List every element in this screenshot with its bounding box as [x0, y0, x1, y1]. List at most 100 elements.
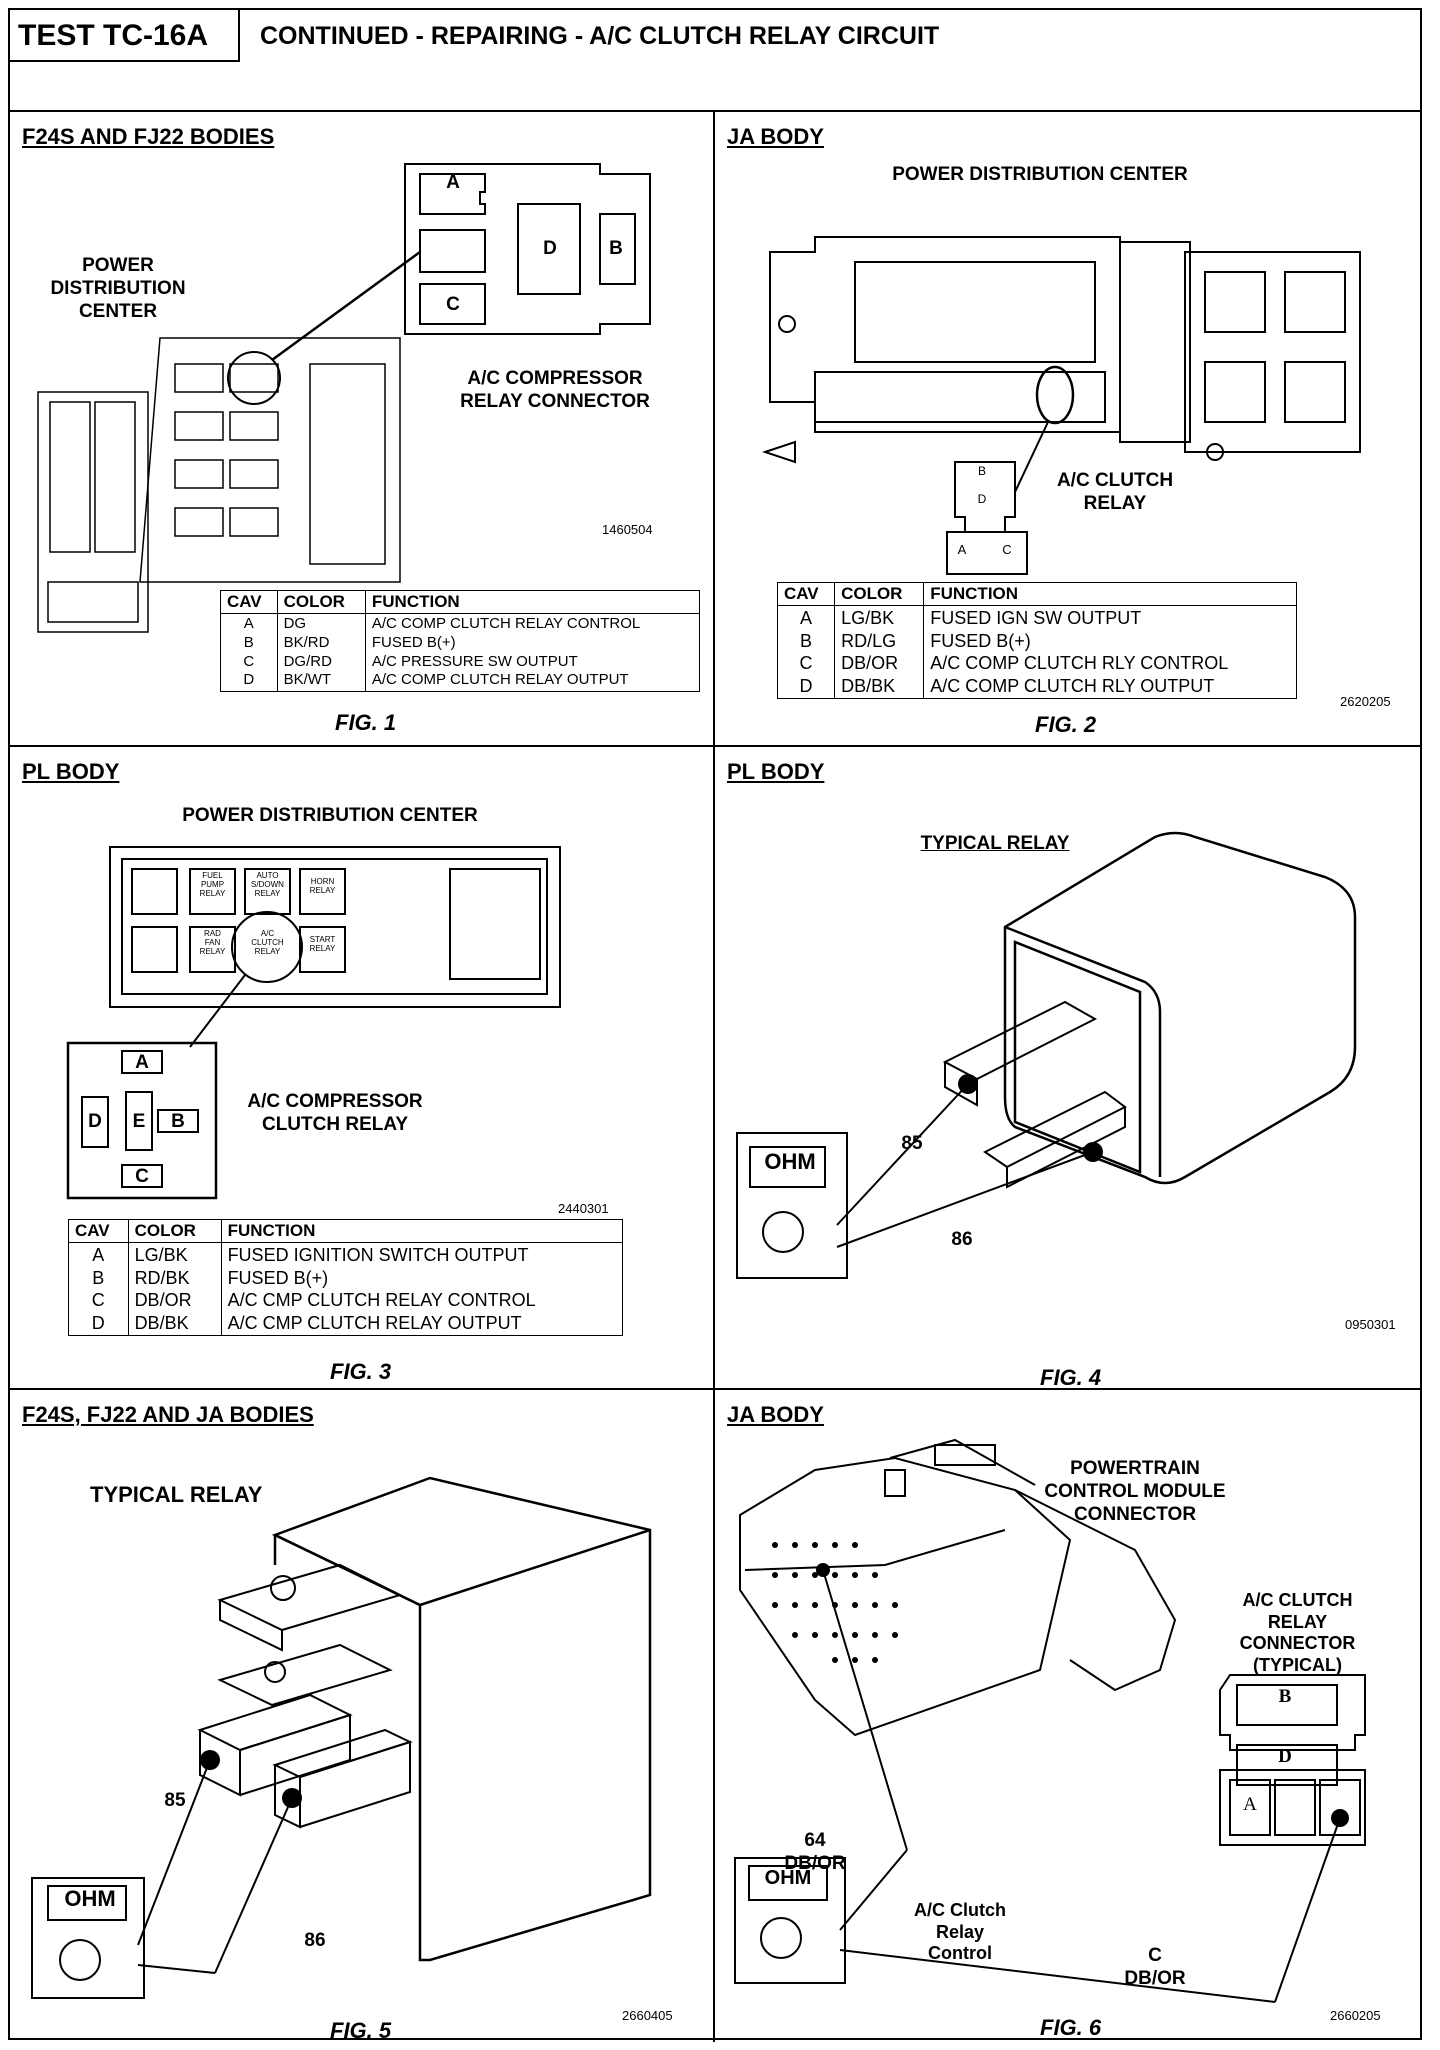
figure-2-panel: JA BODY POWER DISTRIBUTION CENTER B — [715, 112, 1422, 744]
function-cell: A/C COMP CLUTCH RLY OUTPUT — [930, 675, 1215, 696]
fig3-pdc-label: POWER DISTRIBUTION CENTER — [182, 805, 478, 826]
color-cell: DG — [283, 615, 307, 632]
color-cell: DB/OR — [134, 1290, 192, 1310]
color-cell: DG/RD — [283, 652, 332, 670]
fig4-drawing — [736, 831, 1357, 1279]
cav-cell: B — [243, 633, 254, 651]
fig3-relay-label: A/C COMPRESSOR CLUTCH RELAY — [247, 1091, 423, 1135]
fig4-body-title: PL BODY — [727, 759, 825, 784]
fig4-ohmmeter — [736, 1132, 848, 1279]
fig6-drawing — [734, 1438, 1366, 2003]
cav-cell: D — [91, 1312, 105, 1333]
fig3-box-radfan: RAD FAN RELAY — [199, 929, 226, 956]
color-header: COLOR — [276, 590, 366, 614]
cav-cell: B — [800, 630, 813, 651]
row-divider-1 — [10, 745, 1420, 747]
fig4-relay-body — [1003, 831, 1357, 1185]
cav-cell: A — [243, 615, 254, 632]
fig3-box-ac: A/C CLUTCH RELAY — [251, 929, 284, 956]
fig4-terminal-86: 86 — [951, 1229, 973, 1250]
cav-cell: B — [92, 1267, 105, 1288]
cav-cell: A — [92, 1245, 105, 1265]
row-divider-2 — [10, 1388, 1420, 1390]
fig6-cav-a: A — [1243, 1794, 1257, 1815]
fig1-cav-d: D — [543, 238, 557, 259]
color-cell: DB/OR — [841, 653, 899, 673]
fig6-connector-label: A/C CLUTCH RELAY CONNECTOR (TYPICAL) — [1239, 1590, 1356, 1675]
figure-6-panel: JA BODY POWERTRAIN CONTROL MODULE CONNEC… — [715, 1390, 1422, 2042]
cav-header: CAV — [220, 590, 278, 614]
fig3-relay-socket — [81, 1050, 199, 1188]
fig6-label: FIG. 6 — [1040, 2015, 1102, 2040]
function-cell: FUSED B(+) — [930, 630, 1031, 651]
fig3-box-start: START RELAY — [309, 935, 336, 953]
fig4-relay-terminals — [942, 1000, 1127, 1189]
fig3-cav-c: C — [135, 1166, 149, 1187]
fig6-pin-label: 64 DB/OR — [784, 1830, 846, 1874]
color-cell: RD/LG — [841, 630, 897, 651]
function-cell: A/C COMP CLUTCH RELAY OUTPUT — [371, 671, 629, 689]
fig2-drawing — [761, 236, 1361, 575]
fig3-box-fuel: FUEL PUMP RELAY — [199, 871, 226, 898]
function-cell: A/C CMP CLUTCH RELAY OUTPUT — [227, 1312, 522, 1333]
page-title: CONTINUED - REPAIRING - A/C CLUTCH RELAY… — [260, 22, 940, 50]
function-cell: FUSED B(+) — [227, 1267, 329, 1288]
fig5-ohmmeter — [31, 1877, 145, 1999]
fig3-pdc-block — [109, 846, 561, 1008]
fig2-part-number: 2620205 — [1340, 694, 1391, 709]
cav-header: CAV — [68, 1219, 129, 1243]
fig5-terminal-85: 85 — [164, 1790, 186, 1811]
fig4-label: FIG. 4 — [1040, 1365, 1102, 1390]
color-cell: LG/BK — [134, 1245, 188, 1265]
cav-header: CAV — [776, 582, 836, 606]
function-cell: A/C PRESSURE SW OUTPUT — [371, 652, 578, 670]
color-cell: BK/WT — [283, 671, 332, 689]
fig3-cav-a: A — [135, 1052, 149, 1073]
fig3-cav-e: E — [132, 1111, 146, 1132]
fig5-subtitle: TYPICAL RELAY — [90, 1482, 263, 1507]
fig2-cav-c: C — [1002, 542, 1012, 557]
fig1-drawing — [37, 163, 651, 633]
fig2-pdc-block — [769, 236, 1361, 453]
function-cell: A/C COMP CLUTCH RELAY CONTROL — [371, 615, 641, 632]
fig3-body-title: PL BODY — [22, 759, 120, 784]
fig6-cav-d: D — [1278, 1746, 1292, 1767]
fig3-box-asd: AUTO S/DOWN RELAY — [251, 871, 284, 898]
fig1-relay-connector — [404, 163, 651, 335]
fig6-ohmmeter — [734, 1857, 846, 1984]
fig2-cav-a: A — [957, 542, 967, 557]
color-header: COLOR — [127, 1219, 222, 1243]
fig1-part-number: 1460504 — [602, 522, 653, 537]
fig6-control-label: A/C Clutch Relay Control — [914, 1900, 1006, 1964]
cav-cell: C — [799, 653, 813, 673]
fig3-box-horn: HORN RELAY — [309, 877, 336, 895]
color-cell: BK/RD — [283, 633, 330, 651]
fig6-cav-b: B — [1278, 1686, 1292, 1707]
fig3-cav-b: B — [171, 1111, 185, 1132]
diagram-page: TEST TC-16A CONTINUED - REPAIRING - A/C … — [8, 8, 1422, 2043]
fig6-meter-label: OHM — [764, 1867, 812, 1889]
fig1-cav-a: A — [446, 172, 460, 193]
fig2-relay-label: A/C CLUTCH RELAY — [1056, 470, 1174, 514]
fig1-body-title: F24S AND FJ22 BODIES — [22, 124, 275, 149]
figure-4-panel: PL BODY TYPICAL RELAY — [715, 747, 1422, 1390]
fig1-cav-c: C — [446, 294, 460, 315]
color-cell: DB/BK — [841, 675, 896, 696]
fig5-relay-body — [271, 1476, 652, 1962]
fig1-connector-label: A/C COMPRESSOR RELAY CONNECTOR — [460, 368, 650, 412]
fig2-body-title: JA BODY — [727, 124, 824, 149]
color-cell: DB/BK — [134, 1312, 189, 1333]
header: TEST TC-16A CONTINUED - REPAIRING - A/C … — [10, 10, 1420, 112]
fig2-relay-connector — [761, 440, 1028, 575]
fig2-cav-b: B — [977, 464, 986, 478]
cav-cell: D — [799, 675, 813, 696]
cav-cell: D — [243, 671, 255, 689]
cav-cell: C — [243, 652, 255, 670]
fig1-cav-b: B — [609, 238, 623, 259]
fig4-meter-label: OHM — [764, 1149, 816, 1174]
function-header: FUNCTION — [364, 590, 701, 614]
fig1-label: FIG. 1 — [335, 710, 397, 735]
